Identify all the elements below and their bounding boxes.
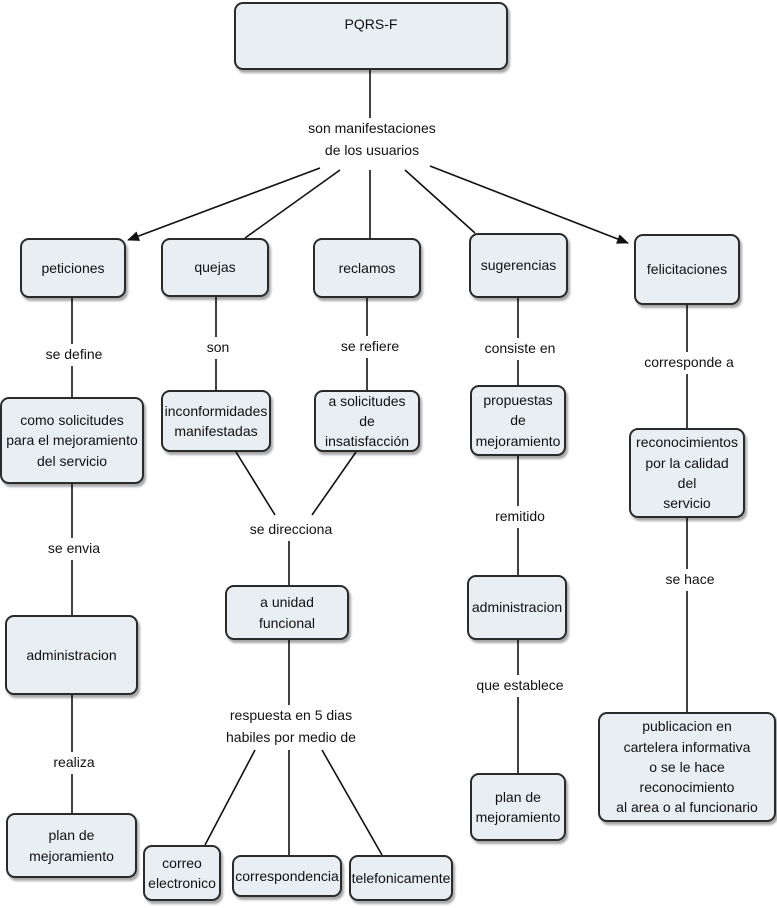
node-inconformidades: inconformidades manifestadas	[161, 390, 271, 452]
node-peticiones: peticiones	[20, 238, 126, 298]
root-node: PQRS-F	[234, 2, 508, 70]
node-como-solicitudes: como solicitudes para el mejoramiento de…	[0, 397, 144, 484]
connector-line	[321, 749, 383, 856]
root-link-label: son manifestaciones de los usuarios	[300, 118, 444, 162]
arrow-to-felicitaciones	[429, 165, 629, 244]
node-administracion-peticiones: administracion	[5, 615, 138, 695]
node-quejas: quejas	[161, 238, 269, 297]
link-respuesta-5-dias: respuesta en 5 dias habiles por medio de	[212, 705, 370, 749]
link-se-envia: se envia	[34, 538, 114, 560]
node-publicacion-cartelera: publicacion en cartelera informativa o s…	[598, 712, 776, 822]
node-plan-mejoramiento-sugerencias: plan de mejoramiento	[470, 773, 566, 841]
link-se-define: se define	[34, 344, 114, 366]
node-unidad-funcional: a unidad funcional	[225, 585, 349, 640]
link-son: son	[196, 337, 240, 359]
line-to-quejas	[244, 169, 341, 239]
node-sugerencias: sugerencias	[469, 233, 568, 298]
connector-line	[204, 749, 256, 846]
link-se-hace: se hace	[658, 569, 722, 591]
node-propuestas-mejoramiento: propuestas de mejoramiento	[470, 385, 566, 456]
arrow-to-peticiones	[127, 167, 321, 241]
node-correo-electronico: correo electronico	[143, 845, 221, 901]
link-se-direcciona: se direcciona	[242, 519, 340, 541]
node-reclamos: reclamos	[313, 238, 421, 298]
link-que-establece: que establece	[472, 675, 568, 697]
node-telefonicamente: telefonicamente	[349, 855, 453, 901]
link-remitido: remitido	[488, 506, 552, 528]
node-solicitudes-insatisfaccion: a solicitudes de insatisfacción	[314, 390, 420, 452]
node-administracion-sugerencias: administracion	[467, 575, 567, 640]
node-correspondencia: correspondencia	[232, 855, 342, 897]
link-corresponde-a: corresponde a	[640, 352, 738, 374]
link-consiste-en: consiste en	[476, 338, 564, 360]
line-to-sugerencias	[404, 169, 476, 234]
node-reconocimientos: reconocimientos por la calidad del servi…	[629, 428, 745, 518]
connector-line	[235, 451, 276, 516]
link-se-refiere: se refiere	[332, 336, 408, 358]
node-plan-mejoramiento-peticiones: plan de mejoramiento	[6, 813, 137, 878]
connector-line	[311, 451, 357, 516]
node-felicitaciones: felicitaciones	[634, 234, 740, 305]
link-realiza: realiza	[42, 752, 106, 774]
